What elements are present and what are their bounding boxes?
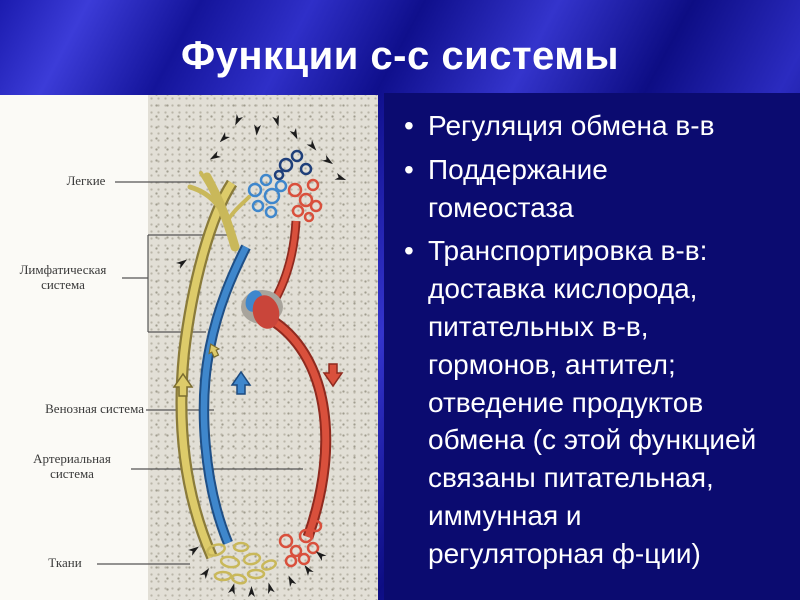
- venous-up-arrow-icon: [231, 371, 251, 395]
- circulatory-system-diagram: Легкие Лимфатическая система Венозная си…: [0, 95, 378, 600]
- label-lungs: Легкие: [66, 173, 106, 188]
- bullet-item: Транспортировка в-в: доставка кислорода,…: [404, 232, 758, 572]
- lungs-capillaries: [187, 149, 323, 252]
- lymphatic-vessel: [177, 180, 236, 559]
- label-arterial-system: Артериальная система: [33, 451, 111, 481]
- venous-vessel: [200, 245, 249, 545]
- label-connector-lines: [97, 181, 303, 565]
- bullet-list: Регуляция обмена в-в Поддержание гомеост…: [404, 107, 758, 573]
- vessel-loop: [175, 179, 332, 560]
- label-lymphatic-system: Лимфатическая система: [19, 262, 107, 292]
- bullet-item: Поддержание гомеостаза: [404, 151, 758, 227]
- label-venous-system: Венозная система: [45, 401, 144, 416]
- bullet-text-panel: Регуляция обмена в-в Поддержание гомеост…: [384, 93, 800, 600]
- slide-title: Функции с-с системы: [180, 34, 619, 78]
- tissues-capillaries: [206, 519, 323, 585]
- label-tissues: Ткани: [48, 555, 82, 570]
- arterial-vessel: [268, 316, 330, 539]
- circulatory-diagram-drawing: [97, 114, 348, 597]
- bullet-item: Регуляция обмена в-в: [404, 107, 758, 145]
- heart: [241, 290, 283, 329]
- arterial-down-arrow-icon: [323, 363, 343, 387]
